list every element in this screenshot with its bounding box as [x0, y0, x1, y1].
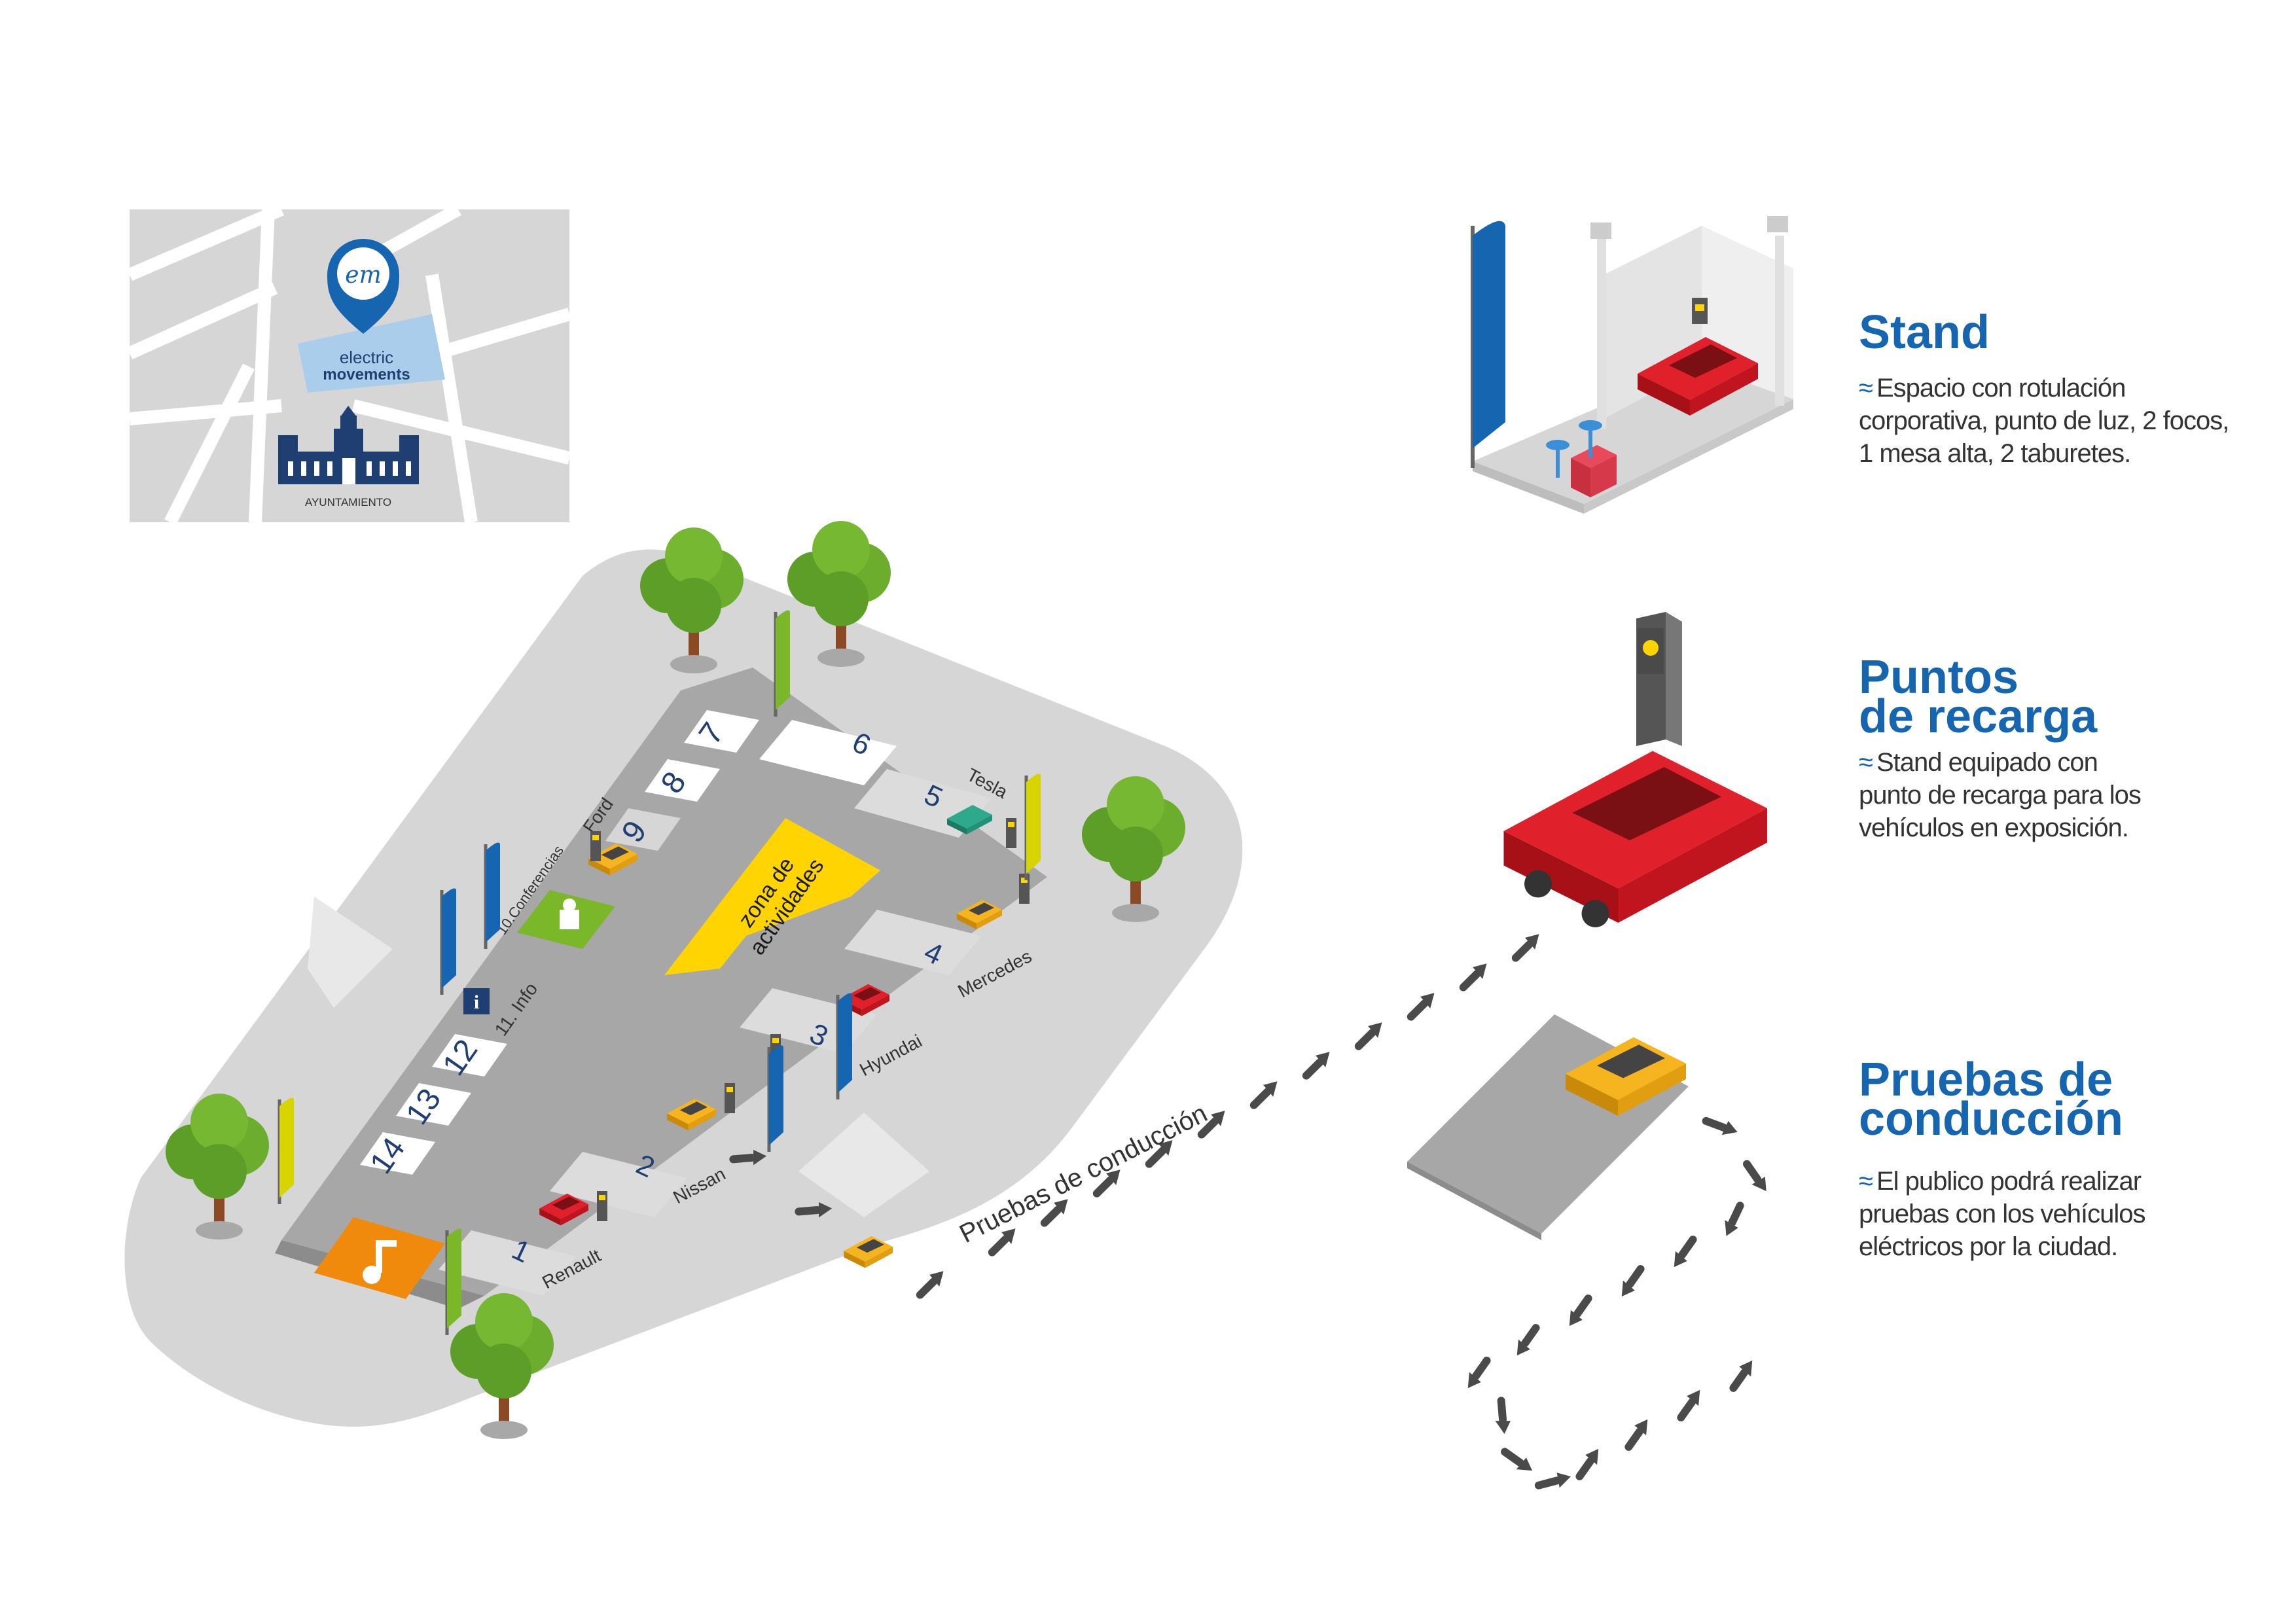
- legend-title: Puntos de recarga: [1859, 651, 2098, 743]
- legend-title-line: Puntos: [1859, 651, 2018, 704]
- venue-block: [298, 314, 445, 393]
- legend-bullet-icon: ≈: [1859, 374, 1873, 402]
- legend-description: ≈Stand equipado con punto de recarga par…: [1859, 746, 2142, 844]
- legend-title: Pruebas de conducción: [1859, 1054, 2124, 1145]
- event-plan: zona de actividades: [124, 521, 1544, 1439]
- legend-desc-line: vehículos en exposición.: [1859, 813, 2129, 842]
- stand-tiles-left: [360, 710, 759, 1175]
- cross-street: [308, 897, 393, 1008]
- legend-desc-line: Stand equipado con: [1876, 748, 2098, 777]
- info-point: [463, 988, 490, 1014]
- legend-desc-line: punto de recarga para los: [1859, 781, 2142, 810]
- stand-flag-icon: [1471, 221, 1505, 468]
- legend-title-line: Stand: [1859, 306, 1990, 359]
- music-note-icon: [363, 1240, 397, 1284]
- stand-table-icon: [1571, 445, 1617, 497]
- venue-label-line2: movements: [323, 366, 410, 383]
- test-drive-illustration: [1407, 1014, 1768, 1491]
- legend-desc-line: corporativa, punto de luz, 2 focos,: [1859, 406, 2229, 435]
- legend-title-line: Pruebas de: [1859, 1054, 2113, 1106]
- legend-description: ≈Espacio con rotulación corporativa, pun…: [1859, 372, 2229, 470]
- legend-title-line: de recarga: [1859, 690, 2098, 743]
- legend-description: ≈El publico podrá realizar pruebas con l…: [1859, 1165, 2145, 1263]
- venue-label-line1: electric: [340, 348, 393, 367]
- stand-illustration: [1471, 216, 1793, 514]
- location-map: electric movements em AYUNTAMIENTO: [126, 203, 571, 526]
- town-hall-icon: [278, 406, 419, 484]
- charger-icon: [597, 1191, 607, 1221]
- charger-icon: [1019, 874, 1030, 904]
- charging-car-icon: [1503, 751, 1767, 927]
- landmark-label: AYUNTAMIENTO: [305, 496, 391, 508]
- charger-icon: [590, 831, 601, 861]
- legend-desc-line: pruebas con los vehículos: [1859, 1200, 2145, 1228]
- legend-desc-line: El publico podrá realizar: [1876, 1167, 2142, 1196]
- conferences-icon: [560, 899, 579, 929]
- charging-illustration: [1503, 612, 1767, 927]
- pin-logo: em: [345, 262, 381, 289]
- charger-icon: [1006, 818, 1016, 848]
- plaza-road: [281, 668, 1047, 1296]
- legend-desc-line: 1 mesa alta, 2 taburetes.: [1859, 439, 2131, 468]
- location-pin-icon: em: [327, 239, 399, 334]
- info-icon: i: [474, 991, 479, 1013]
- car-tesla: [947, 805, 992, 834]
- charger-icon: [725, 1083, 735, 1113]
- legend-title: Stand: [1859, 309, 1990, 356]
- legend-bullet-icon: ≈: [1859, 748, 1873, 777]
- activities-zone: [664, 818, 880, 975]
- cross-street-right: [798, 1113, 929, 1217]
- legend-title-line: conducción: [1859, 1093, 2124, 1145]
- legend-bullet-icon: ≈: [1859, 1167, 1873, 1196]
- legend-desc-line: Espacio con rotulación: [1876, 374, 2126, 402]
- legend-desc-line: eléctricos por la ciudad.: [1859, 1232, 2118, 1261]
- stool-icon: [1546, 420, 1602, 478]
